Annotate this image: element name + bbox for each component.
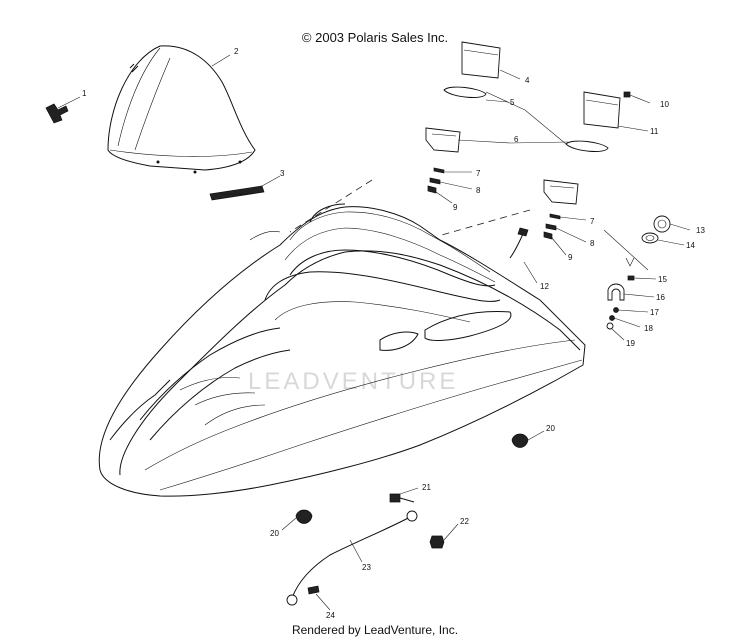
hardware-right-7-8-9 bbox=[543, 213, 561, 240]
part-12-cable bbox=[509, 227, 529, 259]
callout-8a: 8 bbox=[476, 186, 481, 195]
rendered-by-footer: Rendered by LeadVenture, Inc. bbox=[291, 623, 459, 637]
leader-lines bbox=[57, 54, 691, 611]
dash-leader-left bbox=[289, 179, 373, 233]
windshield bbox=[107, 45, 256, 174]
callout-11: 11 bbox=[650, 127, 659, 136]
callout-23: 23 bbox=[362, 563, 371, 572]
callout-17: 17 bbox=[650, 308, 659, 317]
parts-15-19-hardware bbox=[606, 257, 635, 330]
part-22-nut bbox=[429, 535, 445, 549]
callout-21: 21 bbox=[422, 483, 431, 492]
callout-2: 2 bbox=[234, 47, 239, 56]
callout-13: 13 bbox=[696, 226, 705, 235]
callout-14: 14 bbox=[686, 241, 695, 250]
callout-6: 6 bbox=[514, 135, 519, 144]
callout-numbers: 1 2 3 4 5 6 7 8 9 10 11 7 8 9 12 13 14 1… bbox=[82, 47, 705, 620]
part-20-fastener-right bbox=[511, 433, 529, 448]
callout-18: 18 bbox=[644, 324, 653, 333]
part-10-screw bbox=[623, 91, 631, 98]
callout-20a: 20 bbox=[546, 424, 555, 433]
callout-7b: 7 bbox=[590, 217, 595, 226]
part-20-fastener-left bbox=[295, 509, 313, 524]
callout-7a: 7 bbox=[476, 169, 481, 178]
gauge-left bbox=[425, 41, 501, 153]
part-21-bolt bbox=[389, 493, 415, 503]
part-23-tether bbox=[286, 510, 418, 606]
callout-9b: 9 bbox=[568, 253, 573, 262]
dash-leader-right bbox=[437, 209, 531, 237]
callout-8b: 8 bbox=[590, 239, 595, 248]
callout-19: 19 bbox=[626, 339, 635, 348]
callout-1: 1 bbox=[82, 89, 87, 98]
callout-12: 12 bbox=[540, 282, 549, 291]
gauge-right bbox=[543, 91, 621, 205]
watermark-text: LEADVENTURE bbox=[248, 368, 458, 395]
callout-3: 3 bbox=[280, 169, 285, 178]
hardware-left-7-8-9 bbox=[427, 167, 445, 194]
callout-5: 5 bbox=[510, 98, 515, 107]
callout-10: 10 bbox=[660, 100, 669, 109]
callout-16: 16 bbox=[656, 293, 665, 302]
part-3-strip bbox=[209, 185, 265, 201]
copyright-notice: © 2003 Polaris Sales Inc. bbox=[301, 30, 449, 45]
hood-assembly bbox=[98, 203, 586, 497]
callout-20b: 20 bbox=[270, 529, 279, 538]
part-13-14-fitting bbox=[641, 215, 671, 244]
callout-9a: 9 bbox=[453, 203, 458, 212]
callout-22: 22 bbox=[460, 517, 469, 526]
callout-4: 4 bbox=[525, 76, 530, 85]
part-24-rivet bbox=[307, 585, 320, 595]
part-1-wing-bolt bbox=[45, 103, 69, 124]
callout-15: 15 bbox=[658, 275, 667, 284]
callout-24: 24 bbox=[326, 611, 335, 620]
